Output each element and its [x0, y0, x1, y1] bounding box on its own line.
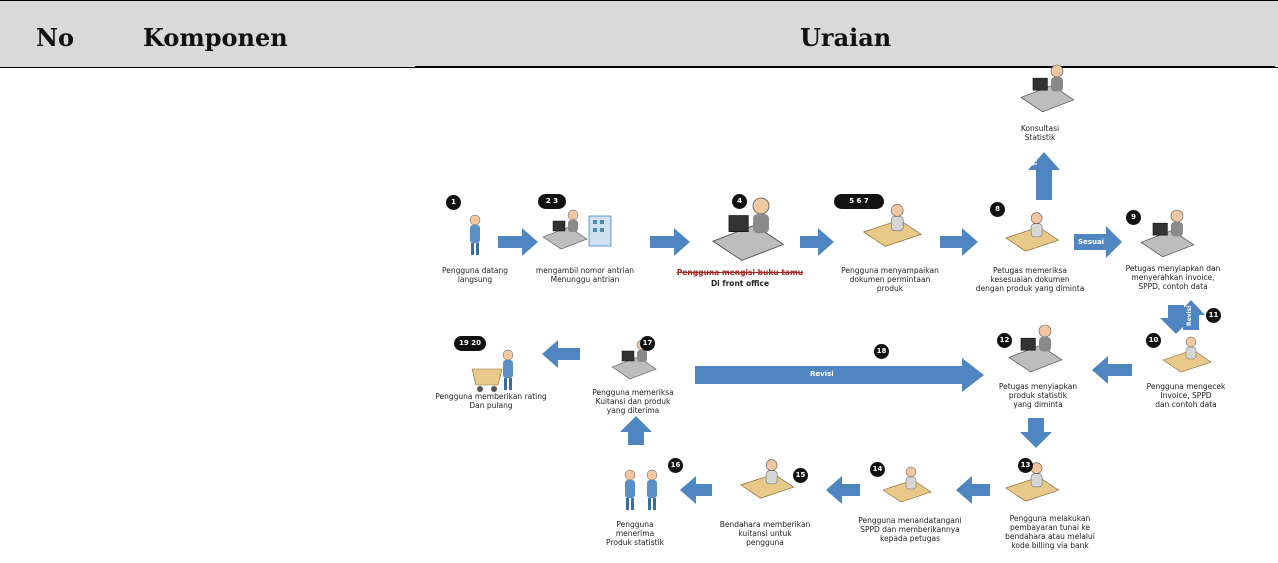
label-revisi-11: Revisi — [1186, 305, 1193, 326]
badge-13: 13 — [1018, 458, 1033, 473]
label-revisi-18: Revisi — [810, 370, 834, 378]
step-14-desk — [882, 466, 932, 503]
arrow-12-13 — [1020, 418, 1052, 448]
step-1-figure — [469, 214, 481, 256]
uraian-rule — [415, 66, 1275, 67]
badge-11: 11 — [1206, 308, 1221, 323]
label-step-14: Pengguna menandatangani SPPD dan memberi… — [858, 516, 962, 543]
label-step-8: Petugas memeriksa kesesuaian dokumen den… — [975, 266, 1085, 293]
step-3-building — [588, 215, 612, 247]
badge-14: 14 — [870, 462, 885, 477]
label-step-17: Pengguna memeriksa Kuitansi dan produk y… — [592, 388, 674, 415]
badge-16: 16 — [668, 458, 683, 473]
label-step-19: Pengguna memberikan rating Dan pulang — [435, 392, 547, 410]
arrow-13-14 — [956, 476, 990, 504]
header-uraian: Uraian — [800, 23, 892, 52]
arrow-14-15 — [826, 476, 860, 504]
arrow-tidak-sesuai — [1028, 152, 1060, 200]
label-step-15: Bendahara memberikan kuitansi untuk peng… — [719, 520, 811, 547]
badge-18: 18 — [874, 344, 889, 359]
arrow-4-5 — [800, 228, 834, 256]
label-konsultasi: Konsultasi Statistik — [1020, 124, 1060, 142]
label-step-13: Pengguna melakukan pembayaran tunai ke b… — [1005, 514, 1095, 550]
step-2-figure — [542, 209, 588, 250]
badge-10: 10 — [1146, 333, 1161, 348]
step-10-desk — [1162, 336, 1212, 373]
arrow-18-revisi — [695, 358, 984, 392]
label-step-1: Pengguna datang langsung — [441, 266, 509, 284]
label-step-10: Pengguna mengecek Invoice, SPPD dan cont… — [1146, 382, 1226, 409]
flow-arrows — [498, 152, 1205, 504]
badge-9: 9 — [1126, 210, 1141, 225]
badge-19-20: 19 20 — [454, 336, 486, 351]
badge-2-3: 2 3 — [538, 194, 566, 209]
label-step-4b: Di front office — [710, 279, 770, 288]
badge-15: 15 — [793, 468, 808, 483]
arrow-16-17 — [620, 416, 652, 445]
label-step-12: Petugas menyiapkan produk statistik yang… — [998, 382, 1078, 409]
badge-12: 12 — [997, 333, 1012, 348]
label-step-2-3: mengambil nomor antrian Menunggu antrian — [535, 266, 635, 284]
arrow-15-16 — [680, 476, 712, 504]
arrow-1-2 — [498, 228, 538, 256]
konsultasi-computer — [1020, 64, 1075, 113]
badge-17: 17 — [640, 336, 655, 351]
badge-5-6-7: 5 6 7 — [834, 194, 884, 209]
label-step-5: Pengguna menyampaikan dokumen permintaan… — [841, 266, 939, 293]
step-8-desk — [1005, 212, 1059, 252]
arrow-3-4 — [650, 228, 690, 256]
step-12-computer — [1008, 324, 1063, 373]
label-step-4: Pengguna mengisi buku tamu — [676, 268, 804, 277]
step-16-people — [624, 469, 658, 511]
badge-4: 4 — [732, 194, 747, 209]
step-5-desk — [863, 204, 922, 247]
header-no: No — [36, 23, 74, 52]
step-19-cart — [471, 349, 514, 392]
label-step-16: Pengguna menerima Produk statistik — [606, 520, 664, 547]
arrow-10-12 — [1092, 356, 1132, 384]
badge-1: 1 — [446, 195, 461, 210]
arrow-8-9-sesuai — [1074, 226, 1122, 258]
badge-8: 8 — [990, 202, 1005, 217]
arrow-11-revisi — [1177, 300, 1205, 330]
step-15-desk — [740, 459, 794, 499]
label-sesuai: Sesuai — [1078, 238, 1105, 246]
label-step-9: Petugas menyiapkan dan menyerahkan invoi… — [1125, 264, 1221, 291]
header-komponen: Komponen — [143, 23, 288, 52]
table-header: No Komponen Uraian — [0, 0, 1278, 68]
step-9-computer — [1140, 209, 1195, 258]
step-4-frontoffice — [712, 197, 785, 262]
arrow-5-8 — [940, 228, 978, 256]
arrow-17-19 — [542, 340, 580, 368]
